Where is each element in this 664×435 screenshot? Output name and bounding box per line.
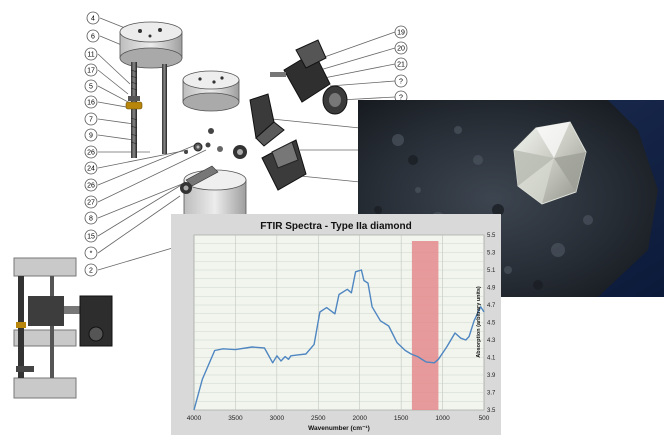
y-axis-label: Absorption (arbitrary units) (476, 286, 482, 358)
callout-17: 17 (84, 63, 98, 77)
callout-26b: 26 (84, 178, 98, 192)
callout-label: 4 (91, 16, 95, 23)
callout-11: 11 (84, 47, 98, 61)
x-tick-label-6: 1000 (435, 415, 450, 422)
x-tick-label-2: 3000 (270, 415, 285, 422)
callout-label: 16 (87, 100, 95, 107)
x-tick-labels: 4000 3500 3000 2500 2000 1500 1000 500 (187, 415, 490, 422)
callouts-right: 19 20 21 ? ? (394, 25, 408, 104)
bracket-parts (249, 93, 307, 191)
callout-7: 7 (84, 112, 98, 126)
callout-label: * (90, 251, 93, 258)
chart-title: FTIR Spectra - Type IIa diamond (260, 221, 412, 232)
x-tick-label-5: 1500 (394, 415, 409, 422)
callout-label: 24 (87, 166, 95, 173)
callout-label: 7 (89, 117, 93, 124)
y-tick-label-0: 3.5 (487, 408, 496, 414)
y-tick-label-4: 4.3 (487, 338, 496, 344)
callout-20: 20 (394, 41, 408, 55)
callout-label: 21 (397, 62, 405, 69)
grid-lines (193, 234, 485, 411)
ftir-chart: FTIR Spectra - Type IIa diamond 4000 3500… (171, 214, 501, 435)
callout-label: 6 (91, 34, 95, 41)
callout-6: 6 (86, 29, 100, 43)
callout-label: ? (399, 95, 403, 102)
callout-21: 21 (394, 57, 408, 71)
callout-label: 19 (397, 30, 405, 37)
callout-label: 11 (87, 52, 94, 59)
top-plate (119, 21, 183, 69)
callout-4: 4 (86, 11, 100, 25)
y-tick-label-2: 3.9 (487, 373, 496, 379)
callout-8: 8 (84, 211, 98, 225)
callout-19: 19 (394, 25, 408, 39)
callout-leaders (97, 17, 396, 271)
rods (125, 62, 167, 158)
y-tick-label-5: 4.5 (487, 321, 496, 327)
motor (270, 39, 348, 115)
x-tick-label-3: 2500 (311, 415, 326, 422)
callout-24: 24 (84, 161, 98, 175)
x-axis-label: Wavenumber (cm⁻¹) (308, 425, 370, 432)
callout-label: 17 (87, 68, 95, 75)
y-tick-label-9: 5.3 (487, 251, 496, 257)
callout-9: 9 (84, 128, 98, 142)
callout-5: 5 (84, 79, 98, 93)
y-tick-label-8: 5.1 (487, 268, 496, 274)
x-tick-label-7: 500 (479, 415, 490, 422)
callout-label: 26 (87, 183, 95, 190)
x-tick-label-0: 4000 (187, 415, 202, 422)
callout-label: 2 (89, 268, 93, 275)
bottom-plate (180, 165, 247, 217)
callout-label: 20 (397, 46, 405, 53)
highlight-band (411, 241, 439, 410)
callout-star: * (84, 246, 98, 260)
callout-label: 15 (87, 234, 95, 241)
callout-q1: ? (394, 74, 408, 88)
callout-16: 16 (84, 95, 98, 109)
x-tick-label-4: 2000 (352, 415, 367, 422)
callout-label: 5 (89, 84, 93, 91)
callout-label: 27 (87, 200, 95, 207)
callout-26a: 26 (84, 145, 98, 159)
x-tick-label-1: 3500 (228, 415, 243, 422)
callout-2: 2 (84, 263, 98, 277)
middle-plate (182, 70, 240, 112)
series-line-0 (193, 269, 485, 411)
highlight-band-rect (411, 241, 439, 410)
callout-label: ? (399, 79, 403, 86)
callouts-left: 4 6 11 17 5 16 7 9 26 24 26 27 8 15 * 2 (84, 11, 100, 277)
callout-label: 9 (89, 133, 93, 140)
callout-label: 8 (89, 216, 93, 223)
series-line (193, 269, 485, 411)
callout-label: 26 (87, 150, 95, 157)
y-tick-labels: 3.5 3.7 3.9 4.1 4.3 4.5 4.7 4.9 5.1 5.3 5.5 (487, 233, 496, 414)
callout-15: 15 (84, 229, 98, 243)
y-tick-label-1: 3.7 (487, 391, 496, 397)
small-hardware (184, 128, 247, 159)
assembled-view (13, 257, 113, 399)
y-tick-label-3: 4.1 (487, 356, 496, 362)
y-tick-label-10: 5.5 (487, 233, 496, 239)
y-tick-label-7: 4.9 (487, 286, 496, 292)
y-tick-label-6: 4.7 (487, 303, 496, 309)
diamond-crystal (513, 121, 587, 205)
callout-27: 27 (84, 195, 98, 209)
